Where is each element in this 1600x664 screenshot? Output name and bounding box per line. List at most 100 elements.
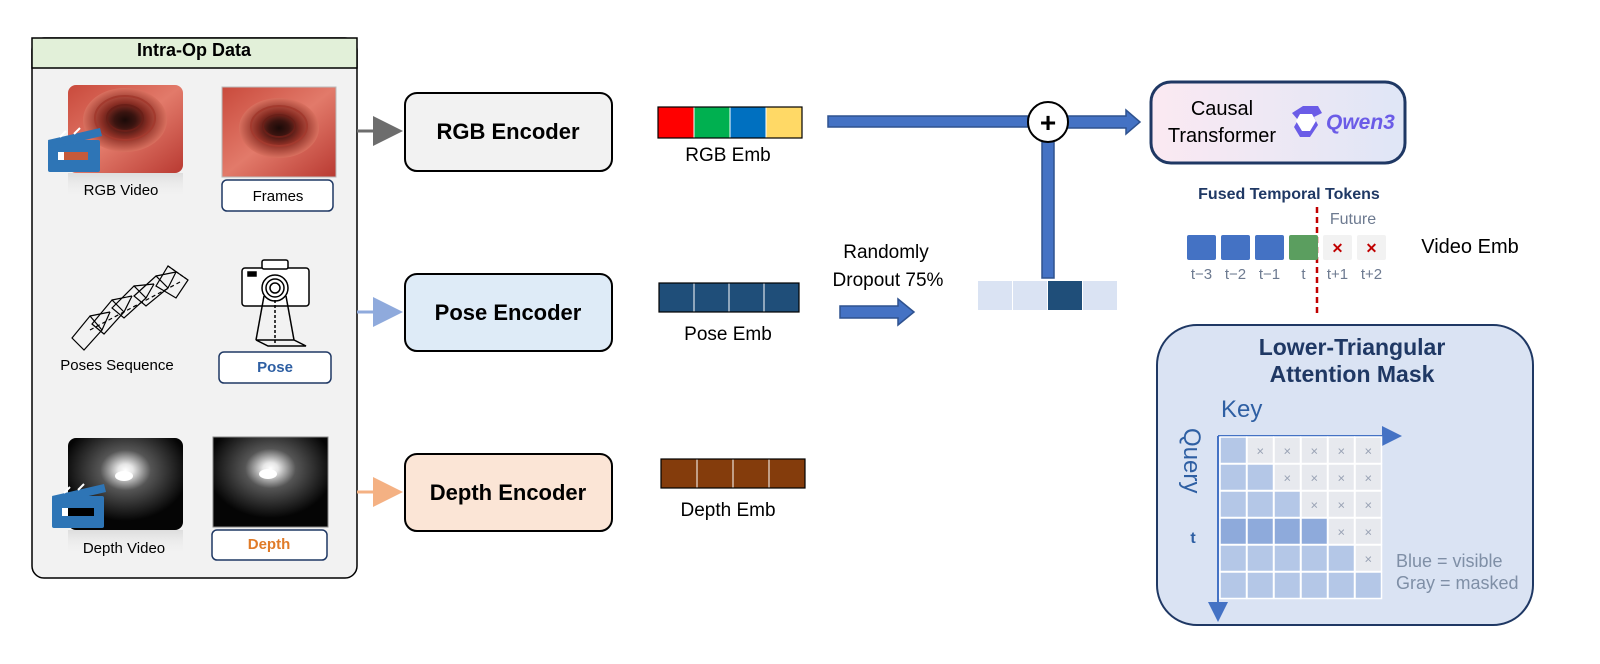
pose-label: Pose bbox=[257, 359, 293, 376]
query-t-label: t bbox=[1190, 530, 1196, 547]
depth-encoder-label: Depth Encoder bbox=[430, 480, 587, 505]
pose-emb-cell bbox=[658, 282, 695, 313]
mask-x-mark: × bbox=[1364, 551, 1372, 566]
mask-x-mark: × bbox=[1337, 524, 1345, 539]
mask-visible-cell bbox=[1219, 436, 1248, 465]
mask-x-mark: × bbox=[1283, 470, 1291, 485]
mask-visible-cell bbox=[1300, 517, 1329, 546]
video-emb-label: Video Emb bbox=[1421, 236, 1518, 258]
mask-visible-cell bbox=[1273, 571, 1302, 600]
clapperboard-icon bbox=[48, 127, 102, 172]
rgb-embedding bbox=[657, 106, 803, 139]
future-label: Future bbox=[1330, 211, 1376, 228]
frames-label-box bbox=[221, 179, 334, 212]
attention-mask-panel: Lower-Triangular Attention Mask Key Quer… bbox=[1156, 324, 1534, 626]
mask-visible-cell bbox=[1273, 544, 1302, 573]
rgb-emb-cell bbox=[693, 106, 731, 139]
token-time-label: t+2 bbox=[1361, 266, 1382, 283]
frames-image bbox=[221, 86, 337, 178]
pose-label-box bbox=[218, 351, 332, 384]
fused-emb-cell bbox=[1013, 281, 1047, 310]
mask-visible-cell bbox=[1246, 517, 1275, 546]
depth-emb-cell bbox=[768, 458, 806, 489]
rgb-emb-cell bbox=[765, 106, 803, 139]
rgb-encoder-label: RGB Encoder bbox=[436, 119, 579, 144]
mask-masked-cell bbox=[1354, 517, 1383, 546]
pose-emb-cell bbox=[693, 282, 730, 313]
pose-emb-label: Pose Emb bbox=[684, 324, 772, 345]
mask-visible-cell bbox=[1327, 571, 1356, 600]
poses-sequence-label: Poses Sequence bbox=[60, 357, 173, 374]
mask-x-mark: × bbox=[1364, 497, 1372, 512]
mask-visible-cell bbox=[1219, 571, 1248, 600]
sum-symbol: + bbox=[1040, 107, 1056, 138]
mask-x-mark: × bbox=[1364, 524, 1372, 539]
qwen-logo-icon bbox=[1292, 106, 1322, 137]
mask-visible-cell bbox=[1354, 571, 1383, 600]
mask-visible-cell bbox=[1300, 544, 1329, 573]
token-time-label: t bbox=[1301, 266, 1306, 283]
pose-emb-cell bbox=[763, 282, 800, 313]
depth-emb-cell bbox=[660, 458, 698, 489]
token-time-label: t−1 bbox=[1259, 266, 1280, 283]
mask-visible-cell bbox=[1246, 571, 1275, 600]
depth-label: Depth bbox=[248, 536, 291, 553]
mask-visible-cell bbox=[1246, 544, 1275, 573]
mask-visible-cell bbox=[1327, 544, 1356, 573]
fused-emb-cell bbox=[978, 281, 1012, 310]
mask-visible-cell bbox=[1219, 517, 1248, 546]
mask-x-mark: × bbox=[1283, 443, 1291, 458]
depth-embedding bbox=[660, 458, 806, 489]
clapperboard-icon bbox=[52, 483, 106, 528]
camera-icon bbox=[241, 259, 310, 347]
mask-visible-cell bbox=[1246, 463, 1275, 492]
rgb-to-sum-connector bbox=[827, 115, 1029, 128]
pose-encoder-label: Pose Encoder bbox=[435, 300, 582, 325]
depth-emb-cell bbox=[732, 458, 770, 489]
token-cell bbox=[1289, 235, 1318, 260]
rgb-emb-cell bbox=[729, 106, 767, 139]
pose-emb-cell bbox=[728, 282, 765, 313]
fused-emb-cell bbox=[1083, 281, 1117, 310]
depth-emb-cell-border bbox=[660, 458, 806, 489]
depth-frame-image bbox=[212, 436, 329, 528]
token-cell bbox=[1323, 235, 1352, 260]
token-masked-mark: ✕ bbox=[1366, 240, 1378, 256]
mask-masked-cell bbox=[1300, 436, 1329, 465]
mask-masked-cell bbox=[1327, 436, 1356, 465]
pose-emb-cell-border bbox=[658, 282, 800, 313]
poses-sequence-image bbox=[71, 265, 189, 351]
intraop-title: Intra-Op Data bbox=[137, 40, 252, 60]
mask-x-mark: × bbox=[1337, 497, 1345, 512]
transformer-label-line2: Transformer bbox=[1168, 125, 1277, 147]
depth-label-box bbox=[211, 529, 328, 561]
dropout-label-line1: Randomly bbox=[843, 242, 929, 263]
rgb-emb-label: RGB Emb bbox=[685, 145, 771, 166]
qwen-model-label: Qwen3 bbox=[1326, 111, 1395, 134]
rgb-encoder: RGB Encoder bbox=[404, 92, 613, 172]
token-time-label: t−2 bbox=[1225, 266, 1246, 283]
tokens-title: Fused Temporal Tokens bbox=[1198, 186, 1380, 203]
mask-visible-cell bbox=[1246, 490, 1275, 519]
mask-x-mark: × bbox=[1364, 470, 1372, 485]
token-time-label: t+1 bbox=[1327, 266, 1348, 283]
token-cell bbox=[1357, 235, 1386, 260]
mask-x-mark: × bbox=[1337, 443, 1345, 458]
token-time-label: t−3 bbox=[1191, 266, 1212, 283]
depth-encoder: Depth Encoder bbox=[404, 453, 613, 532]
mask-title-line1: Lower-Triangular bbox=[1259, 334, 1446, 360]
mask-x-mark: × bbox=[1310, 497, 1318, 512]
depth-emb-cell bbox=[696, 458, 734, 489]
transformer-label-line1: Causal bbox=[1191, 98, 1253, 120]
fused-embedding bbox=[978, 281, 1117, 310]
token-cell bbox=[1255, 235, 1284, 260]
token-cell bbox=[1221, 235, 1250, 260]
mask-visible-cell bbox=[1273, 490, 1302, 519]
mask-x-mark: × bbox=[1310, 443, 1318, 458]
mask-visible-cell bbox=[1219, 544, 1248, 573]
fused-emb-cell bbox=[1048, 281, 1082, 310]
legend-masked: Gray = masked bbox=[1396, 573, 1519, 593]
mask-x-mark: × bbox=[1337, 470, 1345, 485]
mask-x-mark: × bbox=[1256, 443, 1264, 458]
